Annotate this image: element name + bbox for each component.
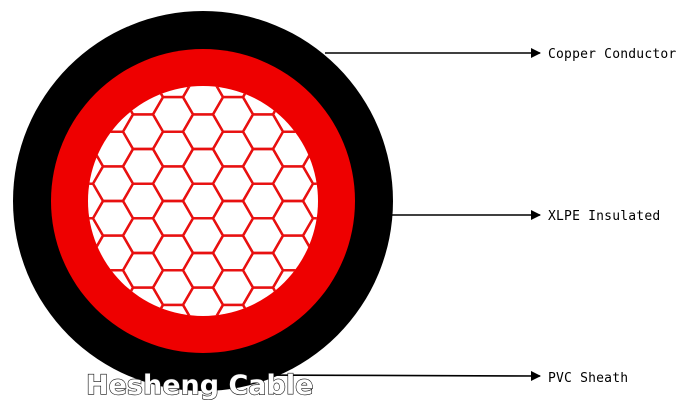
brand-watermark: Hesheng Cable <box>86 370 313 400</box>
sheath-leader-line <box>249 370 541 381</box>
conductor-strand <box>301 217 318 255</box>
copper-conductor-core <box>88 86 318 316</box>
conductor-label: Copper Conductor <box>548 47 676 62</box>
insulation-label: XLPE Insulated <box>548 209 660 224</box>
conductor-strand <box>301 147 318 185</box>
conductor-strand <box>301 182 318 220</box>
sheath-label: PVC Sheath <box>548 371 628 386</box>
